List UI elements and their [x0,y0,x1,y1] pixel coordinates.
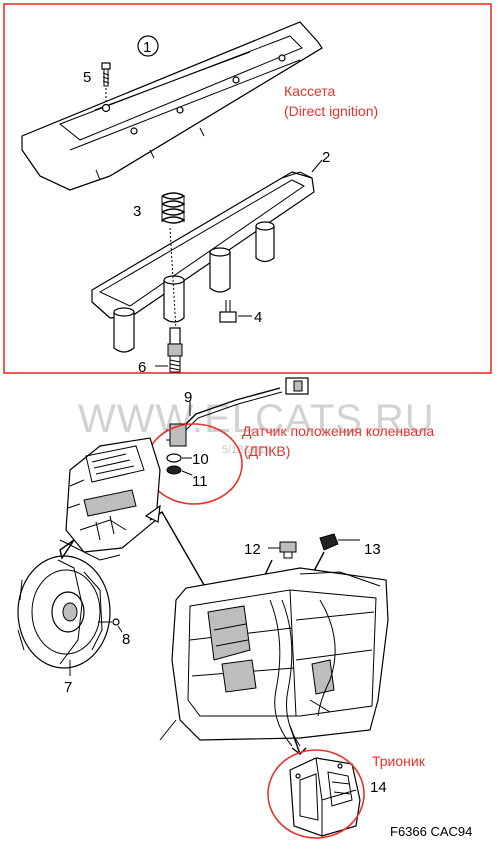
callout-14: 14 [370,779,387,796]
bolt-4 [219,300,252,323]
callout-11: 11 [192,473,208,490]
callout-4: 4 [254,309,262,326]
callout-1: 1 [143,39,151,56]
callout-7: 7 [64,679,72,696]
callout-9: 9 [184,389,192,406]
sensor-13 [319,533,360,551]
o-ring-11 [166,465,182,475]
callout-8: 8 [122,631,130,648]
callout-1-circle [137,35,159,57]
callout-5: 5 [83,69,91,86]
sensor-12 [268,541,297,559]
cassette-cover [21,21,323,191]
washer-10 [166,453,182,463]
car-body [159,567,389,747]
leader-2 [311,159,323,173]
callout-10: 10 [192,451,209,468]
bolt-8 [98,618,123,633]
leader-10-11 [181,457,193,476]
watermark-site: WWW.ELCATS.RU [78,397,435,441]
trionic-ecu-14 [289,757,361,837]
callout-6: 6 [138,359,146,376]
crank-sensor-label-sub: (ДПКВ) [244,443,290,459]
crank-sensor-label: Датчик положения коленвала [242,423,434,439]
spring-3 [161,192,186,331]
trionic-highlight [267,749,365,839]
cassette-label-sub: (Direct ignition) [284,103,378,119]
callout-13: 13 [364,541,381,558]
engine-block [59,437,161,561]
trionic-label: Трионик [372,753,426,769]
callout-2: 2 [322,149,330,166]
spark-plug-6 [155,327,183,373]
callout-12: 12 [244,541,261,558]
crankshaft-sensor-9 [166,377,309,447]
cassette-label: Кассета [284,83,336,99]
screw-5 [101,62,111,104]
figure-code: F6366 CAC94 [390,824,472,839]
watermark-date: 5/13/2019 [222,444,271,456]
crank-pulley-7 [17,555,111,676]
cassette-highlight-box [3,3,492,374]
callout-3: 3 [133,203,141,220]
ignition-cassette [91,171,315,353]
